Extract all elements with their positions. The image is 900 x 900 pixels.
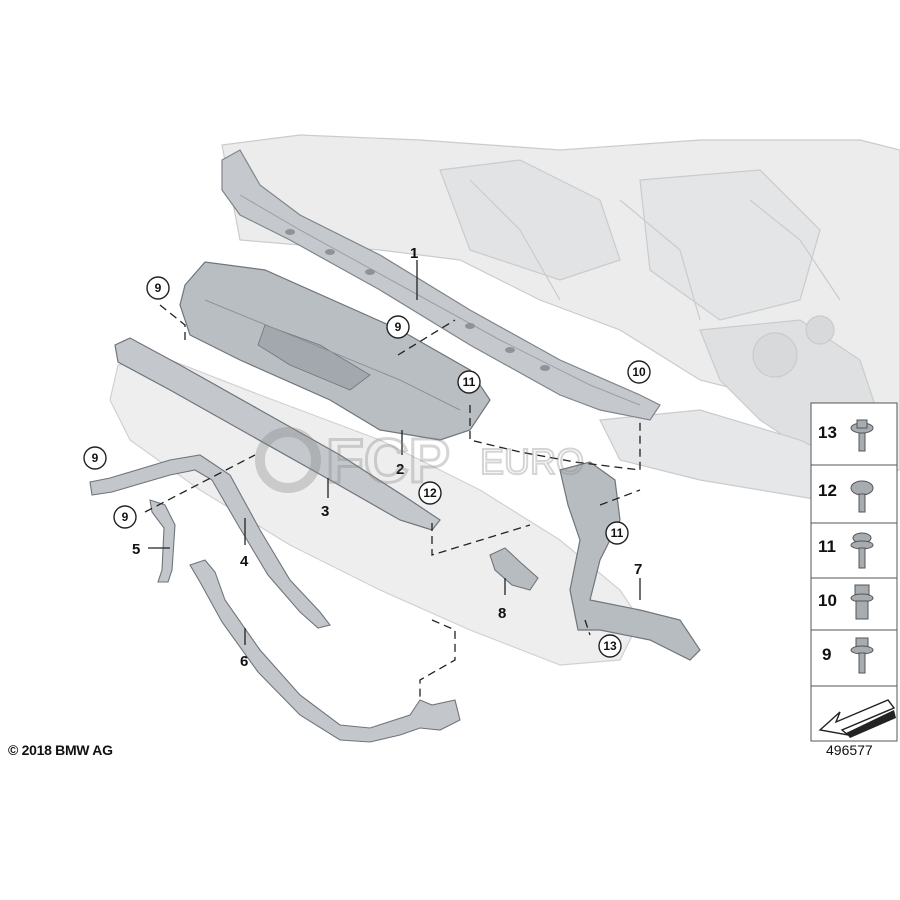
flange-screw-icon bbox=[850, 419, 874, 452]
callout-3: 3 bbox=[321, 503, 329, 520]
callout-5: 5 bbox=[132, 541, 140, 558]
part-3-lower-crossbar bbox=[114, 337, 441, 531]
legend-label-11: 11 bbox=[818, 537, 836, 556]
part-5-bracket bbox=[149, 499, 176, 583]
part-4-support-strut bbox=[89, 454, 331, 629]
svg-text:9: 9 bbox=[122, 510, 129, 524]
vehicle-body-frame bbox=[221, 134, 900, 501]
svg-text:13: 13 bbox=[603, 639, 617, 653]
hex-collar-nut-icon bbox=[850, 584, 874, 620]
dashed-leaders bbox=[144, 304, 641, 700]
circled-callout-9d: 9 bbox=[113, 505, 137, 529]
circled-callout-9b: 9 bbox=[386, 315, 410, 339]
callout-2: 2 bbox=[396, 461, 404, 478]
fcp-euro-watermark: FCP EURO bbox=[255, 426, 585, 498]
svg-text:9: 9 bbox=[395, 320, 402, 334]
part-1-upper-crossmember bbox=[221, 149, 661, 421]
direction-arrow-icon bbox=[818, 699, 896, 738]
collar-screw-icon bbox=[850, 532, 874, 569]
pan-head-screw-icon bbox=[850, 480, 874, 513]
svg-text:9: 9 bbox=[92, 451, 99, 465]
hex-flange-bolt-icon bbox=[850, 637, 874, 674]
circled-callout-12: 12 bbox=[418, 481, 442, 505]
callout-1: 1 bbox=[410, 245, 418, 262]
legend-label-9: 9 bbox=[822, 645, 831, 664]
callout-4: 4 bbox=[240, 553, 249, 570]
circled-callout-11b: 11 bbox=[605, 521, 629, 545]
part-8-small-bracket bbox=[489, 547, 539, 591]
legend-label-12: 12 bbox=[818, 481, 837, 500]
fastener-legend: 13 12 11 10 9 bbox=[810, 402, 898, 742]
diagram-id: 496577 bbox=[826, 742, 873, 758]
part-6-lower-brace bbox=[189, 559, 461, 743]
callout-6: 6 bbox=[240, 653, 248, 670]
legend-label-10: 10 bbox=[818, 591, 837, 610]
circled-callout-10: 10 bbox=[627, 360, 651, 384]
callout-7: 7 bbox=[634, 561, 642, 578]
svg-text:FCP: FCP bbox=[326, 427, 450, 496]
svg-text:9: 9 bbox=[155, 281, 162, 295]
circled-callout-13: 13 bbox=[598, 634, 622, 658]
circled-callout-9a: 9 bbox=[146, 276, 170, 300]
part-2-center-plate bbox=[179, 261, 491, 441]
svg-text:EURO: EURO bbox=[480, 441, 584, 482]
svg-text:11: 11 bbox=[611, 526, 624, 540]
svg-text:12: 12 bbox=[423, 486, 437, 500]
solid-leaders bbox=[148, 260, 641, 645]
part-7-side-bracket bbox=[559, 461, 701, 661]
legend-label-13: 13 bbox=[818, 423, 837, 442]
circled-callout-11a: 11 bbox=[457, 370, 481, 394]
svg-text:11: 11 bbox=[463, 375, 476, 389]
callout-8: 8 bbox=[498, 605, 506, 622]
circled-callout-9c: 9 bbox=[83, 446, 107, 470]
copyright-notice: © 2018 BMW AG bbox=[8, 742, 113, 758]
svg-text:10: 10 bbox=[632, 365, 646, 379]
